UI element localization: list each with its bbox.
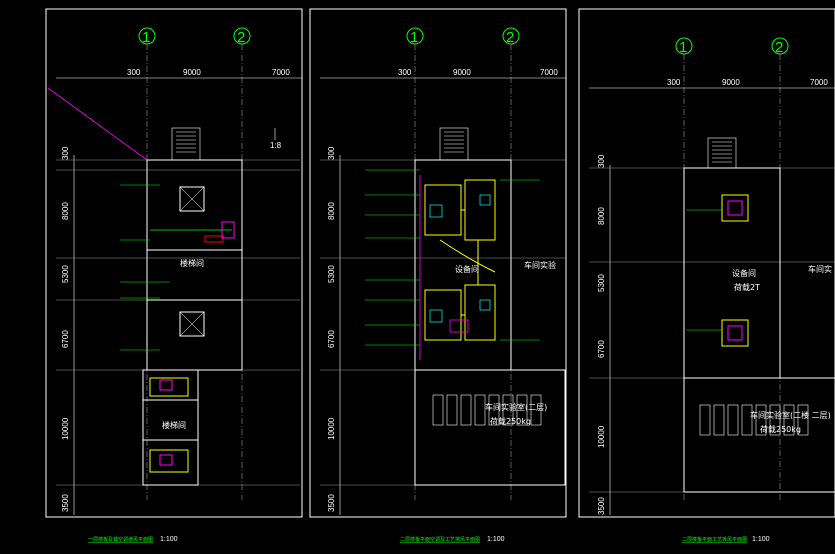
axis-label-2: 2 — [237, 29, 245, 46]
exhaust-fan-2 — [721, 319, 749, 347]
room-stair: 楼梯间 — [180, 258, 204, 268]
room-workshop-short: 车间实验 — [524, 260, 556, 270]
room-stair-2: 楼梯间 — [162, 420, 186, 430]
dim-v-6700: 6700 — [61, 330, 70, 348]
dim-v-300: 300 — [327, 146, 336, 160]
dim-v-10000: 10000 — [597, 425, 606, 448]
panel-2-frame — [309, 8, 567, 518]
dim-h-7000: 7000 — [272, 68, 290, 77]
stair-symbol — [439, 127, 469, 161]
panel-3-caption: 二层楼板平面工艺排风平面图 — [682, 536, 747, 543]
axis-label-1: 1 — [142, 29, 150, 46]
panel-2-scale: 1:100 — [487, 536, 505, 543]
axis-label-1: 1 — [410, 29, 418, 46]
room-workshop: 车间实验室(二层) — [485, 402, 547, 412]
panel-1-caption: 一层楼板及其空调通风平面图 — [88, 536, 153, 543]
dim-v-8000: 8000 — [61, 202, 70, 220]
dim-v-10000: 10000 — [61, 417, 70, 440]
dim-v-300: 300 — [597, 154, 606, 168]
duct-network — [424, 179, 496, 341]
workbench-group — [699, 404, 809, 436]
dim-v-10000: 10000 — [327, 417, 336, 440]
dim-v-8000: 8000 — [597, 207, 606, 225]
room-workshop-3: 车间实验室(二楼 二层) — [750, 410, 831, 420]
panel-3: 1 2 300 9000 7000 300 8000 5300 6700 100… — [578, 8, 835, 543]
pipe-line — [47, 87, 148, 161]
workbench-group — [432, 394, 542, 426]
dim-v-300: 300 — [61, 146, 70, 160]
panel-3-frame — [578, 8, 835, 518]
exhaust-fan-1 — [721, 194, 749, 222]
dim-v-3500: 3500 — [327, 494, 336, 512]
dim-h-300: 300 — [398, 68, 412, 77]
room-workshop-load-3: 荷载250kg — [760, 424, 801, 434]
dim-v-6700: 6700 — [597, 340, 606, 358]
axis-label-2: 2 — [775, 39, 783, 56]
room-side: 车间实 — [808, 264, 832, 274]
ahu-unit-1 — [179, 186, 205, 212]
panel-1-frame — [45, 8, 303, 518]
panel-2-caption: 二层楼板平面空调及工艺排风平面图 — [400, 536, 480, 543]
axis-label-1: 1 — [679, 39, 687, 56]
dim-h-300: 300 — [127, 68, 141, 77]
room-equipment-load: 荷载2T — [734, 282, 760, 292]
dim-h-9000: 9000 — [183, 68, 201, 77]
dim-v-3500: 3500 — [597, 497, 606, 515]
stair-symbol — [171, 127, 201, 161]
dim-h-9000: 9000 — [722, 78, 740, 87]
dim-v-5300: 5300 — [597, 274, 606, 292]
room-workshop-load: 荷载250kg — [490, 416, 531, 426]
ahu-unit-2 — [179, 311, 205, 337]
panel-1-scale: 1:100 — [160, 536, 178, 543]
room-equipment: 设备间 — [732, 268, 756, 278]
dim-h-9000: 9000 — [453, 68, 471, 77]
dim-v-8000: 8000 — [327, 202, 336, 220]
dim-h-300: 300 — [667, 78, 681, 87]
panel-1: 1 2 300 9000 7000 300 8000 5300 6700 100… — [45, 8, 303, 543]
panel-3-scale: 1:100 — [752, 536, 770, 543]
axis-label-2: 2 — [506, 29, 514, 46]
dim-h-7000: 7000 — [810, 78, 828, 87]
dim-v-5300: 5300 — [61, 265, 70, 283]
dim-v-6700: 6700 — [327, 330, 336, 348]
panel-2: 1 2 300 9000 7000 300 8000 5300 6700 100… — [309, 8, 567, 543]
dim-v-5300: 5300 — [327, 265, 336, 283]
dim-v-3500: 3500 — [61, 494, 70, 512]
room-equipment: 设备间 — [455, 264, 479, 274]
stair-symbol — [707, 137, 737, 169]
dim-h-7000: 7000 — [540, 68, 558, 77]
annotation-ratio: 1:8 — [270, 141, 282, 150]
